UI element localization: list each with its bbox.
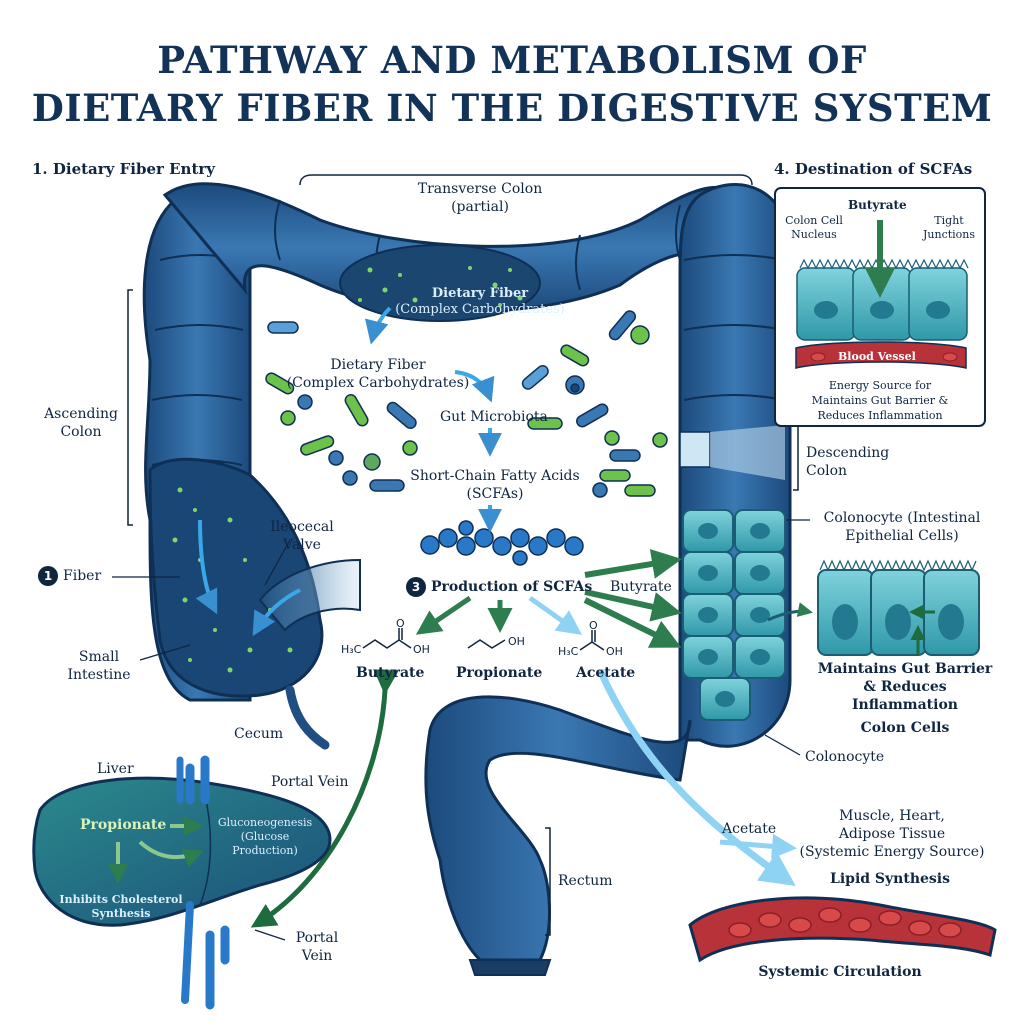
bracket-lines	[127, 174, 799, 936]
gut-microbiota-label: Gut Microbiota	[440, 409, 548, 425]
muscle-heart-label: Muscle, Heart,Adipose Tissue(Systemic En…	[799, 808, 985, 860]
butyrate-h3c: H₃C	[341, 643, 362, 656]
colonocyte-label: Colonocyte	[805, 749, 885, 765]
transverse-colon-label: Transverse Colon(partial)	[417, 181, 543, 215]
colon-cells-label: Colon Cells	[860, 720, 950, 736]
destination-inset	[774, 187, 986, 427]
title-line-1: PATHWAY AND METABOLISM OF	[157, 38, 867, 82]
production-badge: 3	[406, 577, 426, 597]
inset-butyrate-label: Butyrate	[848, 198, 907, 212]
scfa-label: Short-Chain Fatty Acids(SCFAs)	[410, 468, 580, 502]
branch-butyrate-label: Butyrate	[610, 579, 672, 595]
liver	[32, 755, 332, 1010]
butyrate-oh: OH	[413, 643, 430, 656]
colonocyte-detail-cells	[817, 559, 980, 656]
rectum-label: Rectum	[558, 873, 613, 889]
colonocyte-column	[682, 509, 786, 721]
chem-structures	[362, 628, 605, 651]
liver-arrows	[108, 816, 204, 884]
propionate-label: Propionate	[456, 665, 543, 681]
fiber-particles-transverse	[358, 266, 523, 307]
ileocecal-flow-arrow	[252, 588, 301, 637]
leader-lines	[112, 519, 810, 941]
liver-label: Liver	[97, 761, 134, 777]
section-entry-label: 1. Dietary Fiber Entry	[32, 160, 216, 178]
acetate-h3c: H₃C	[558, 645, 579, 658]
inset-blood-vessel-label: Blood Vessel	[838, 350, 916, 363]
small-intestine	[258, 558, 361, 632]
acetate-o: O	[589, 619, 598, 632]
acetate-label: Acetate	[576, 665, 636, 681]
title-line-2: DIETARY FIBER IN THE DIGESTIVE SYSTEM	[31, 86, 993, 130]
transverse-colon	[162, 182, 747, 322]
butyrate-label: Butyrate	[356, 665, 425, 681]
systemic-circulation-label: Systemic Circulation	[758, 964, 922, 980]
portal-vein-top-label: Portal Vein	[271, 774, 349, 790]
systemic-blood-vessel	[688, 896, 997, 963]
rectum	[424, 695, 692, 976]
gut-microbiota-bacteria	[265, 310, 668, 498]
dietary-fiber-label: Dietary Fiber(Complex Carbohydrates)	[286, 357, 470, 391]
acetate-oh: OH	[606, 645, 623, 658]
lipid-synthesis-label: Lipid Synthesis	[830, 871, 950, 887]
liver-propionate-label: Propionate	[80, 817, 167, 833]
fiber-badge: 1	[38, 566, 58, 586]
section-destination-label: 4. Destination of SCFAs	[774, 160, 973, 178]
systemic-acetate-label: Acetate	[722, 821, 777, 837]
propionate-oh: OH	[508, 635, 525, 648]
scfa-molecule-chain	[420, 520, 584, 566]
butyrate-o: O	[396, 617, 405, 630]
process-arrows	[250, 306, 813, 928]
fiber-flow-arrow	[195, 519, 218, 615]
inner-dietary-fiber-label: Dietary Fiber(Complex Carbohydrates)	[395, 286, 565, 317]
cecum-label: Cecum	[234, 726, 284, 742]
